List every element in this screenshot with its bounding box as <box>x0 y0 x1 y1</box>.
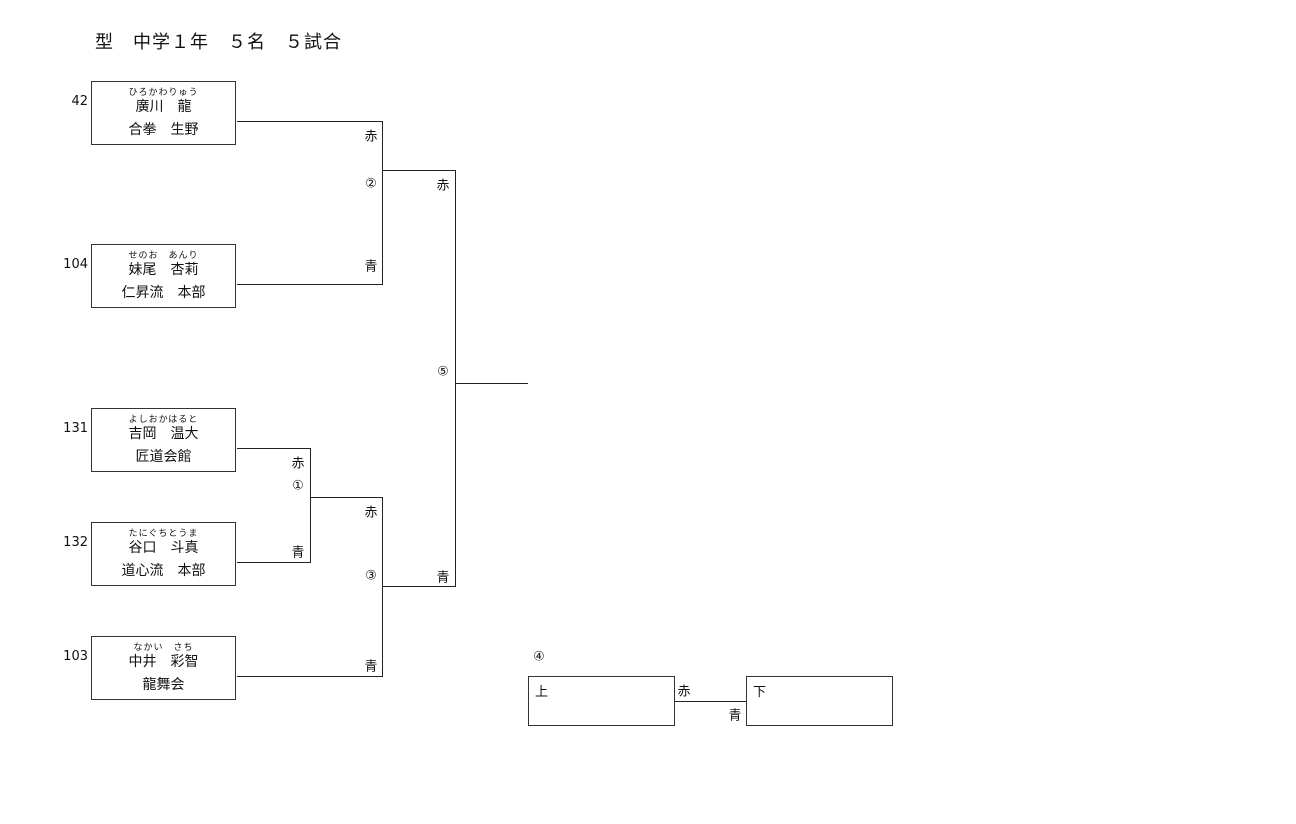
seed-number: 103 <box>63 649 88 664</box>
blue-label: 青 <box>436 570 450 586</box>
page-title: 型 中学１年 ５名 ５試合 <box>95 32 342 53</box>
furigana: せのお あんり <box>128 251 199 261</box>
seed-number: 131 <box>63 421 88 436</box>
red-label: 赤 <box>436 178 450 194</box>
bracket-line <box>237 284 382 285</box>
furigana: よしおかはると <box>128 415 199 425</box>
competitor-name: 妹尾 杏莉 <box>128 262 199 278</box>
bracket-line <box>382 170 455 171</box>
entry-box: よしおかはると 吉岡 温大 匠道会館 <box>91 408 236 472</box>
entry-box: なかい さち 中井 彩智 龍舞会 <box>91 636 236 700</box>
bracket-line <box>382 121 383 285</box>
furigana: ひろかわりゅう <box>128 88 199 98</box>
bracket-line <box>237 562 310 563</box>
bracket-line <box>674 701 746 702</box>
bracket-line <box>237 676 382 677</box>
red-label: 赤 <box>291 456 305 472</box>
entry-box: たにぐちとうま 谷口 斗真 道心流 本部 <box>91 522 236 586</box>
blue-label: 青 <box>291 545 305 561</box>
match-number: ⑤ <box>437 364 449 380</box>
blue-label: 青 <box>364 659 378 675</box>
furigana: なかい さち <box>133 643 194 653</box>
bracket-line <box>382 497 383 677</box>
upper-result-box: 上 <box>528 676 675 726</box>
upper-label: 上 <box>535 685 549 700</box>
club-name: 合拳 生野 <box>128 122 199 138</box>
bracket-line <box>455 170 456 587</box>
competitor-name: 吉岡 温大 <box>128 426 199 442</box>
match-number: ① <box>292 478 304 494</box>
lower-result-box: 下 <box>746 676 893 726</box>
seed-number: 104 <box>63 257 88 272</box>
club-name: 仁昇流 本部 <box>121 285 206 301</box>
competitor-name: 谷口 斗真 <box>128 540 199 556</box>
lower-label: 下 <box>753 685 767 700</box>
club-name: 匠道会館 <box>135 449 192 465</box>
blue-label: 青 <box>728 708 742 724</box>
seed-number: 42 <box>71 94 88 109</box>
bracket-line <box>382 586 455 587</box>
red-label: 赤 <box>364 129 378 145</box>
bracket-line <box>455 383 528 384</box>
club-name: 龍舞会 <box>142 677 185 693</box>
entry-box: ひろかわりゅう 廣川 龍 合拳 生野 <box>91 81 236 145</box>
blue-label: 青 <box>364 259 378 275</box>
club-name: 道心流 本部 <box>121 563 206 579</box>
red-label: 赤 <box>677 684 691 700</box>
bracket-line <box>310 448 311 563</box>
furigana: たにぐちとうま <box>128 529 199 539</box>
bracket-line <box>237 448 310 449</box>
bracket-line <box>310 497 382 498</box>
seed-number: 132 <box>63 535 88 550</box>
bracket-line <box>237 121 382 122</box>
match-number: ③ <box>365 568 377 584</box>
red-label: 赤 <box>364 505 378 521</box>
match-number: ② <box>365 176 377 192</box>
match-number: ④ <box>533 649 545 665</box>
entry-box: せのお あんり 妹尾 杏莉 仁昇流 本部 <box>91 244 236 308</box>
competitor-name: 中井 彩智 <box>128 654 199 670</box>
competitor-name: 廣川 龍 <box>135 99 192 115</box>
